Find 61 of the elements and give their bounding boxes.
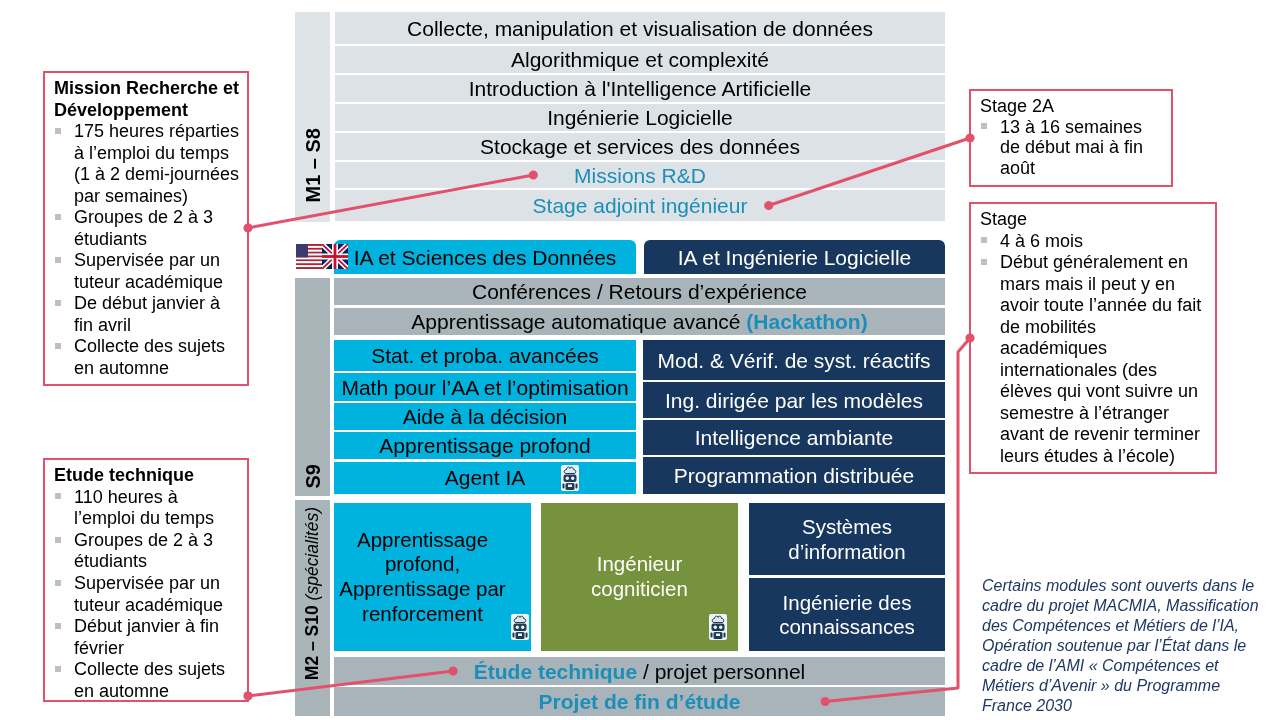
module-row: Introduction à l'Intelligence Artificielle — [335, 75, 945, 102]
module-row: Étude technique / projet personnel — [334, 657, 945, 685]
module-row: Programmation distribuée — [643, 457, 945, 494]
track-tab: IA et Sciences des Données — [334, 240, 636, 274]
callout-box — [43, 71, 249, 386]
bullet-item: Début janvier à fin février — [54, 616, 242, 660]
semester-label: M1 – S8 — [301, 127, 324, 202]
module-row: Apprentissage profond — [334, 432, 636, 459]
module-row: Stage adjoint ingénieur — [335, 190, 945, 221]
bullet-item: De début janvier à fin avril — [54, 293, 242, 336]
semester-label: M2 – S10 (spécialités) — [302, 506, 323, 680]
semester-label: S9 — [301, 463, 324, 488]
specialty-title: Ingénieur cogniticien — [590, 552, 689, 602]
semester-band — [295, 500, 330, 716]
module-row — [334, 462, 636, 494]
bullet-item: Collecte des sujets en automne — [54, 659, 242, 703]
specialty-block: Ingénierie des connaissances — [749, 578, 945, 651]
bullet-item: 175 heures réparties à l’emploi du temps (1 à 2 demi-journées par semaines) — [54, 121, 242, 207]
module-row: Aide à la décision — [334, 403, 636, 430]
bullet-item: Début généralement en mars mais il peut y en avoir toute l’année du fait de mobilités académiques internationales (des élèves qui vont suivre un semestre à l’étranger avant de revenir terminer leurs études à l’école) — [980, 252, 1204, 467]
specialty-block: Systèmes d’information — [749, 503, 945, 575]
module-row: Stat. et proba. avancées — [334, 340, 636, 371]
callout-box — [969, 202, 1217, 474]
bullet-item: Supervisée par un tuteur académique — [54, 250, 242, 293]
callout-heading: Etude technique — [54, 465, 195, 487]
bullet-item: Groupes de 2 à 3 étudiants — [54, 207, 242, 250]
module-row: Projet de fin d’étude — [334, 687, 945, 716]
module-row: Apprentissage automatique avancé (Hackathon) — [334, 308, 945, 335]
semester-band — [295, 278, 330, 496]
module-row: Math pour l’AA et l’optimisation — [334, 373, 636, 401]
module-row: Intelligence ambiante — [643, 420, 945, 455]
callout-box — [43, 458, 249, 702]
bullet-item: Supervisée par un tuteur académique — [54, 572, 242, 617]
module-row: Algorithmique et complexité — [335, 46, 945, 73]
track-tab: IA et Ingénierie Logicielle — [644, 240, 945, 274]
module-row: Stockage et services des données — [335, 133, 945, 160]
leader-line — [243, 170, 538, 233]
bullet-item: 4 à 6 mois — [980, 230, 1204, 252]
footnote-text: Certains modules sont ouverts dans le cadre du projet MACMIA, Massification des Compétences et Métiers de l’IA, Opération soutenue par l’État dans le cadre de l’AMI « Compétences et Métiers d’Avenir » du Programme France 2030 — [982, 576, 1260, 716]
specialty-block — [541, 503, 738, 651]
bullet-item: Groupes de 2 à 3 étudiants — [54, 529, 242, 573]
module-row: Ingénierie Logicielle — [335, 104, 945, 131]
module-row: Mod. & Vérif. de syst. réactifs — [643, 340, 945, 380]
callout-heading: Mission Recherche et Développement — [54, 78, 241, 121]
specialty-title: Apprentissage profond, Apprentissage par renforcement — [338, 527, 507, 627]
semester-band — [295, 12, 330, 222]
bullet-item: 13 à 16 semaines de début mai à fin août — [980, 116, 1158, 179]
module-title: Agent IA — [444, 465, 526, 491]
module-row: Collecte, manipulation et visualisation de données — [335, 12, 945, 44]
module-row: Missions R&D — [335, 162, 945, 188]
callout-box — [969, 89, 1173, 187]
leader-line — [764, 133, 975, 211]
bullet-item: Collecte des sujets en automne — [54, 336, 242, 379]
specialty-block — [334, 503, 531, 651]
leader-line — [820, 333, 975, 707]
leader-line — [243, 666, 458, 701]
bullet-item: 110 heures à l’emploi du temps — [54, 486, 242, 530]
callout-heading: Stage — [980, 209, 1029, 231]
module-row: Ing. dirigée par les modèles — [643, 382, 945, 418]
callout-heading: Stage 2A — [980, 96, 1056, 117]
module-row: Conférences / Retours d’expérience — [334, 278, 945, 305]
